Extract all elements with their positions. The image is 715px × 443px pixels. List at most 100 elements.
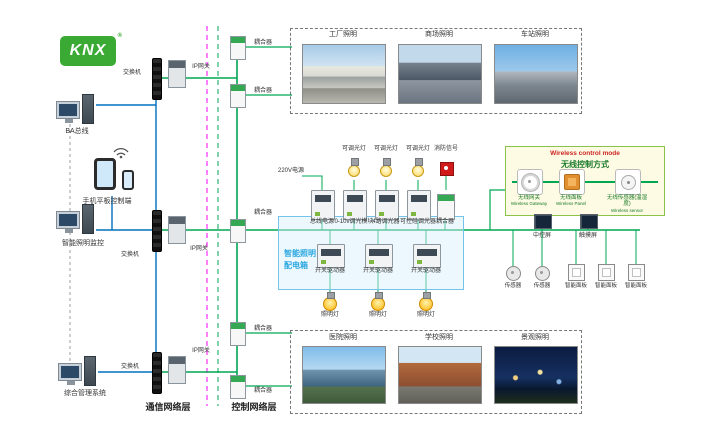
wireless-sensor-cell — [615, 169, 641, 195]
label-module-4: 可控硅调光器 — [399, 219, 436, 225]
wireless-control-box: Wireless control mode 无线控制方式 无线网关 Wirele… — [505, 146, 665, 216]
label-module-3: 4路调光器 — [372, 219, 400, 225]
label-lamp-2: 照明灯 — [368, 312, 387, 318]
label-fire-signal: 消防信号 — [433, 146, 458, 152]
central-screen-icon — [534, 214, 552, 229]
wireless-gateway-cell — [517, 169, 543, 195]
knx-logo-text: KNX — [69, 42, 107, 59]
dimmable-lamp-icon-2 — [380, 158, 392, 178]
lamp-icon-2 — [371, 292, 385, 311]
label-module-1: 总线电源 — [309, 219, 334, 225]
tower-icon — [82, 204, 94, 234]
registered-mark: ® — [117, 33, 123, 39]
label-touch-screen: 触摸屏 — [578, 233, 597, 239]
phone-device — [122, 170, 134, 190]
label-gateway-mid: IP网关 — [190, 246, 208, 252]
smart-panel-icon-1 — [568, 264, 585, 281]
computer-lighting-monitor — [56, 200, 94, 234]
label-gateway-top: IP网关 — [192, 64, 210, 70]
label-bottom-photo-1: 医院照明 — [329, 334, 357, 341]
label-top-photo-2: 商场照明 — [425, 31, 453, 38]
label-wireless-sensor: 无线传感器(温湿度) Wireless sensor — [606, 195, 648, 213]
touch-screen-icon — [580, 214, 598, 229]
label-central-screen: 中控屏 — [532, 233, 551, 239]
switch-driver-3 — [413, 244, 441, 268]
tower-icon — [84, 356, 96, 386]
dimmable-lamp-icon-1 — [348, 158, 360, 178]
label-gateway-bottom: IP网关 — [192, 348, 210, 354]
photo-factory-lighting — [302, 44, 386, 104]
photo-landscape-lighting — [494, 346, 578, 404]
wireless-title-en: Wireless control mode — [550, 150, 620, 157]
monitor-icon — [56, 211, 80, 233]
coupler-device-1 — [230, 36, 246, 60]
smart-panel-icon-2 — [598, 264, 615, 281]
label-switch-bottom: 交换机 — [120, 364, 139, 370]
top-scenes-box — [290, 28, 582, 114]
bus-branches — [244, 46, 505, 387]
ip-gateway-device-mid — [168, 216, 186, 244]
switch-device-mid — [152, 210, 162, 252]
knx-logo: KNX ® — [60, 33, 122, 66]
bottom-scenes-box — [290, 330, 582, 414]
coupler-device-4 — [230, 322, 246, 346]
label-lighting-monitor: 智能照明监控 — [62, 240, 104, 247]
label-bottom-photo-2: 学校照明 — [425, 334, 453, 341]
label-coupler-5: 耦合器 — [253, 388, 272, 394]
photo-hospital-lighting — [302, 346, 386, 404]
label-sensor-2: 传感器 — [533, 283, 551, 289]
ethernet-wires — [96, 78, 157, 373]
distribution-box-title-1: 智能照明 — [284, 249, 316, 258]
switch-device-bottom — [152, 352, 162, 394]
dimmable-lamp-icon-3 — [412, 158, 424, 178]
label-mobile-terminal: 手机平板控制端 — [82, 198, 132, 205]
label-driver-2: 开关驱动器 — [362, 268, 393, 274]
switch-driver-2 — [365, 244, 393, 268]
label-coupler-2: 耦合器 — [253, 88, 272, 94]
label-management-system: 综合管理系统 — [64, 390, 106, 397]
wireless-title-cn: 无线控制方式 — [561, 160, 609, 169]
label-control-layer: 控制网络层 — [231, 402, 277, 412]
label-smart-panel-1: 智能面板 — [564, 283, 587, 289]
label-dimmable-lamp-3: 可调光灯 — [405, 146, 430, 152]
dimmer-module-scr — [407, 190, 431, 220]
label-lamp-1: 照明灯 — [320, 312, 339, 318]
label-top-photo-3: 车站照明 — [521, 31, 549, 38]
lamp-icon-1 — [323, 292, 337, 311]
label-wireless-panel: 无线面板 Wireless Panel — [555, 195, 586, 207]
switch-device-top — [152, 58, 162, 100]
blue-network-wires — [96, 78, 157, 373]
sensor-icon-2 — [535, 266, 550, 281]
label-switch-mid: 交换机 — [120, 252, 139, 258]
knx-main-bus — [160, 40, 640, 386]
photo-school-lighting — [398, 346, 482, 404]
computer-management — [58, 352, 96, 386]
label-coupler-1: 耦合器 — [253, 40, 272, 46]
label-coupler-4: 耦合器 — [253, 326, 272, 332]
wireless-panel-cell — [559, 169, 585, 195]
label-communication-layer: 通信网络层 — [145, 402, 191, 412]
dimmer-module-4ch — [375, 190, 399, 220]
monitor-icon — [58, 363, 82, 385]
wifi-icon — [113, 148, 129, 159]
lamp-icon-3 — [419, 292, 433, 311]
photo-station-lighting — [494, 44, 578, 104]
photo-mall-lighting — [398, 44, 482, 104]
coupler-device-2 — [230, 84, 246, 108]
wireless-sensor-icon — [620, 174, 636, 190]
smart-panel-icon-3 — [628, 264, 645, 281]
computer-ba-bus — [56, 90, 94, 124]
label-driver-3: 开关驱动器 — [410, 268, 441, 274]
label-module-2: 0-10v调光模块 — [334, 219, 374, 225]
layer-divider-lines — [206, 26, 219, 406]
bus-power-module — [311, 190, 335, 220]
fire-alarm-icon — [440, 162, 454, 176]
panel-coupler-module — [437, 194, 455, 220]
monitor-icon — [56, 101, 80, 123]
distribution-box-title-2: 配电箱 — [284, 261, 308, 270]
wireless-gateway-icon — [521, 173, 539, 191]
label-bottom-photo-3: 景观照明 — [521, 334, 549, 341]
label-module-5: 耦合器 — [435, 219, 454, 225]
label-ba-bus: BA总线 — [65, 128, 89, 135]
